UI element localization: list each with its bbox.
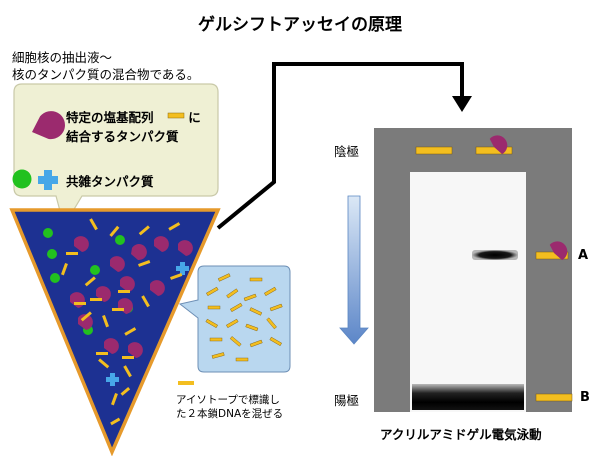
isotope-note-line-2: た２本鎖DNAを混ぜる	[176, 408, 284, 420]
connector-arrowhead	[452, 96, 472, 112]
legend-specific-line1: 特定の塩基配列 に	[66, 107, 201, 126]
intro-text: 細胞核の抽出液〜 核のタンパク質の混合物である。	[12, 49, 199, 83]
band-a-label: A	[578, 248, 589, 263]
blue-cross-icon	[38, 170, 58, 190]
intro-line-1: 細胞核の抽出液〜	[12, 50, 113, 65]
intro-line-2: 核のタンパク質の混合物である。	[12, 67, 200, 82]
band-a-marker-protein	[549, 241, 568, 261]
well-probe-free	[415, 146, 453, 155]
band-b	[412, 384, 524, 410]
speech-bubble	[13, 83, 219, 228]
dna-pool-fragments	[205, 273, 283, 362]
legend-specific-line1-post: に	[188, 110, 201, 125]
gel-caption: アクリルアミドゲル電気泳動	[380, 427, 542, 442]
note-dna-icon	[178, 381, 194, 385]
band-a-marker-dna	[535, 251, 569, 260]
band-b-marker-dna	[535, 393, 573, 402]
well-protein-icon	[489, 135, 508, 155]
connector-line	[216, 62, 464, 230]
isotope-note-line-1: アイソトープで標識し	[176, 394, 280, 406]
cathode-label: 陰極	[334, 144, 360, 159]
page-title: ゲルシフトアッセイの原理	[198, 15, 402, 35]
triangle-contents	[43, 218, 193, 426]
band-a	[472, 250, 518, 260]
legend-specific-line2: 結合するタンパク質	[66, 129, 179, 144]
migration-arrow	[339, 195, 369, 345]
dna-fragment-icon	[167, 112, 185, 119]
dna-pool-box	[178, 265, 291, 373]
green-protein-icon	[12, 169, 32, 189]
specific-protein-icon	[32, 111, 65, 140]
legend-specific-line1-pre: 特定の塩基配列	[66, 110, 154, 125]
isotope-note: アイソトープで標識し た２本鎖DNAを混ぜる	[176, 393, 283, 421]
legend-nonspecific: 共雑タンパク質	[66, 174, 154, 189]
anode-label: 陽極	[334, 393, 360, 408]
gel-lane-area	[410, 172, 526, 412]
band-b-label: B	[580, 390, 590, 405]
